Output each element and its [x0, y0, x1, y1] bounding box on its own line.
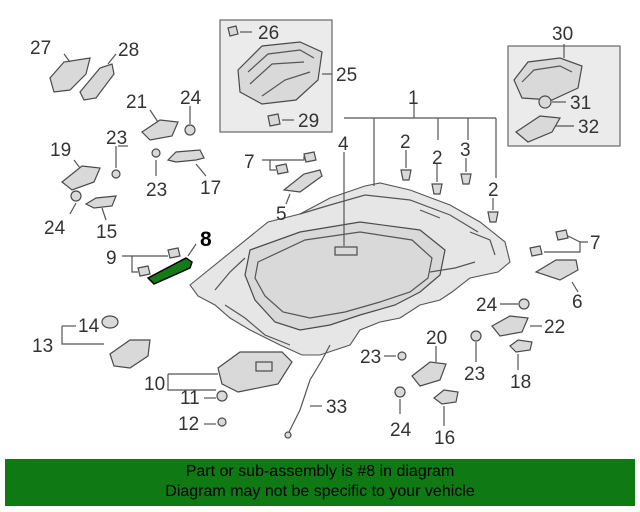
callout-4: 4: [338, 134, 349, 155]
handle-bracket-19: [61, 165, 101, 191]
handle-bracket-21: [141, 119, 179, 141]
grab-handle-16: [433, 389, 459, 405]
callout-12: 12: [178, 414, 199, 435]
callout-5: 5: [276, 204, 287, 225]
callout-1: 1: [408, 88, 419, 109]
screw-23-left: [111, 169, 121, 179]
callout-17: 17: [200, 178, 221, 199]
callout-19: 19: [50, 140, 71, 161]
clip-2-b: [431, 183, 443, 195]
callout-27: 27: [30, 38, 51, 59]
trim-6: [534, 259, 579, 281]
callout-9: 9: [106, 248, 117, 269]
lamp-lens: [514, 115, 561, 143]
callout-24-b: 24: [44, 218, 66, 239]
clip-24-right: [518, 298, 530, 310]
callout-7-a: 7: [244, 152, 255, 173]
clip-24-top: [184, 124, 196, 136]
clip-3: [460, 173, 472, 185]
clip-24-lower: [394, 386, 406, 398]
console-clip-26: [227, 25, 239, 37]
callout-23-c: 23: [360, 347, 381, 368]
banner-line-2: Diagram may not be specific to your vehi…: [165, 483, 475, 500]
callout-10: 10: [144, 374, 165, 395]
overhead-console: [237, 41, 323, 105]
clip-9-a: [137, 265, 151, 277]
callout-30: 30: [552, 24, 573, 45]
callout-11: 11: [180, 388, 200, 409]
callout-2-b: 2: [432, 148, 443, 169]
callout-25: 25: [336, 65, 357, 86]
callout-3: 3: [460, 140, 471, 161]
callout-26: 26: [258, 23, 279, 44]
callout-28: 28: [118, 40, 139, 61]
callout-14: 14: [78, 316, 100, 337]
banner-line-1: Part or sub-assembly is #8 in diagram: [185, 463, 455, 480]
holder-bulb-14: [101, 315, 119, 329]
callout-2-a: 2: [400, 132, 411, 153]
clip-7-right-b: [555, 229, 569, 241]
callout-20: 20: [426, 328, 447, 349]
grab-handle-15: [84, 195, 117, 209]
callout-33: 33: [326, 397, 347, 418]
sun-visor-10: [217, 351, 293, 393]
part-8-trim-highlighted: [146, 257, 193, 285]
console-clip-29: [267, 113, 281, 127]
clip-2-c: [487, 211, 499, 223]
visor-clip-11: [216, 390, 228, 402]
sunglass-holder-13: [109, 339, 151, 369]
clip-7-right-a: [529, 245, 543, 257]
handle-bracket-22: [491, 315, 529, 337]
screw-23-top: [151, 148, 161, 158]
grab-handle-cover-27: [49, 57, 91, 93]
visor-screw-12: [217, 417, 227, 427]
callout-23-d: 23: [464, 364, 485, 385]
callout-24-a: 24: [180, 88, 202, 109]
screw-23-right: [470, 330, 482, 342]
callout-15: 15: [96, 222, 117, 243]
callout-7-b: 7: [590, 233, 601, 254]
callout-2-c: 2: [488, 180, 499, 201]
wire-harness: [285, 344, 331, 439]
callout-24-d: 24: [390, 420, 412, 441]
callout-13: 13: [32, 336, 53, 357]
screw-23-lower: [397, 351, 407, 361]
clip-2-a: [400, 169, 412, 181]
lamp-bulb: [538, 95, 552, 109]
grab-handle-18: [509, 339, 533, 353]
callout-32: 32: [578, 117, 599, 138]
callout-8: 8: [200, 228, 212, 251]
grab-handle-17: [166, 149, 205, 163]
grab-handle-cover-28: [79, 63, 115, 101]
headliner-panel: [189, 182, 511, 356]
trim-5: [282, 169, 323, 193]
callout-21: 21: [126, 92, 147, 113]
callout-16: 16: [434, 428, 455, 449]
part-info-banner: Part or sub-assembly is #8 in diagram Di…: [5, 459, 635, 506]
callout-6: 6: [572, 292, 583, 313]
callout-23-a: 23: [106, 128, 127, 149]
callout-23-b: 23: [146, 180, 167, 201]
clip-7-left-b: [303, 151, 317, 163]
callout-31: 31: [570, 93, 591, 114]
handle-bracket-20: [411, 361, 447, 387]
callout-22: 22: [544, 317, 565, 338]
clip-9-b: [167, 247, 181, 259]
callout-18: 18: [510, 372, 531, 393]
clip-7-left: [275, 163, 289, 175]
callout-29: 29: [298, 111, 319, 132]
clip-24-left: [70, 190, 82, 202]
map-lamp: [513, 57, 583, 101]
callout-24-c: 24: [476, 295, 498, 316]
